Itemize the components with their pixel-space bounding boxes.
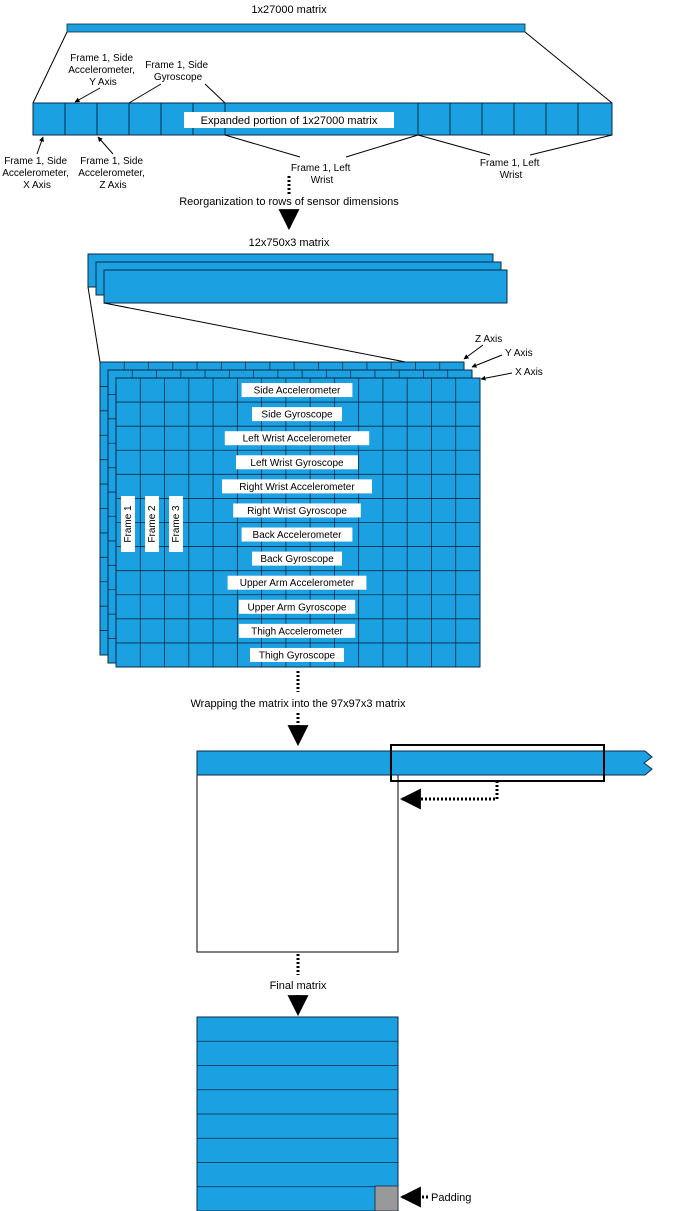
padding-label: Padding: [431, 1192, 471, 1204]
svg-text:Frame 2: Frame 2: [147, 505, 158, 543]
frame-label-3: Frame 3: [169, 496, 183, 552]
mid-matrix-title: 12x750x3 matrix: [249, 237, 330, 249]
sensor-label-box: [250, 647, 344, 662]
callout-left-wrist-1: Frame 1, Left Wrist: [291, 163, 353, 186]
sensor-label: Back Accelerometer: [253, 530, 343, 541]
step1-label: Reorganization to rows of sensor dimensi…: [179, 196, 399, 208]
step3-label: Final matrix: [270, 980, 327, 992]
sensor-label: Right Wrist Gyroscope: [247, 506, 347, 517]
svg-text:Frame 1: Frame 1: [123, 505, 134, 543]
sensor-label-box: [238, 599, 356, 614]
sensor-label: Left Wrist Gyroscope: [250, 458, 344, 469]
callout-bracket-left-wrist-2-right: [529, 134, 613, 156]
axis-arrow-z: [463, 344, 484, 360]
callout-bracket-side-gyro-right: [204, 83, 226, 104]
axis-label-x: X Axis: [515, 367, 543, 378]
sensor-label: Back Gyroscope: [260, 554, 334, 565]
frame-label-2: Frame 2: [145, 496, 159, 552]
wrap-return-arrow: [399, 781, 499, 810]
sensor-label-box: [222, 479, 372, 494]
callout-bracket-left-wrist-1-right: [345, 134, 419, 158]
axis-arrow-y: [471, 354, 503, 368]
padding-cell: [374, 1185, 399, 1211]
expanded-matrix: Expanded portion of 1x27000 matrix: [32, 102, 613, 136]
mid-zoom-line-left: [87, 286, 101, 363]
expanded-cell-dividers: [64, 103, 579, 135]
wrapping-matrix: [196, 744, 653, 953]
sensor-label-box: [241, 527, 353, 542]
callout-left-wrist-2: Frame 1, Left Wrist: [480, 158, 542, 181]
sensor-label-box: [252, 407, 342, 422]
sensor-label: Upper Arm Gyroscope: [248, 602, 347, 613]
sensor-label-box: [241, 383, 353, 398]
callout-side-acc-y: Frame 1, Side Accelerometer, Y Axis: [68, 53, 137, 88]
sensor-label: Right Wrist Accelerometer: [239, 482, 355, 493]
callout-side-acc-z: Frame 1, Side Accelerometer, Z Axis: [78, 156, 147, 191]
zoom-line-left: [32, 31, 68, 104]
step2-label: Wrapping the matrix into the 97x97x3 mat…: [190, 698, 406, 710]
expanded-label-box: [184, 112, 394, 128]
callout-arrow-side-acc-z: [97, 136, 114, 155]
sensor-label-box: [224, 431, 370, 446]
sensor-label: Side Gyroscope: [261, 410, 333, 421]
axis-label-z: Z Axis: [475, 334, 502, 345]
frame-label-1: Frame 1: [121, 496, 135, 552]
zoom-line-right: [524, 31, 613, 104]
axis-label-y: Y Axis: [505, 348, 533, 359]
callout-bracket-left-wrist-1-left: [224, 134, 301, 158]
sensor-label: Thigh Accelerometer: [251, 626, 343, 637]
callout-side-acc-x: Frame 1, Side Accelerometer, X Axis: [2, 156, 71, 191]
sensor-label-box: [233, 503, 361, 518]
callout-bracket-side-gyro-left: [128, 83, 162, 104]
callout-arrow-side-acc-x: [36, 136, 44, 155]
top-matrix-title: 1x27000 matrix: [251, 4, 327, 16]
wrap-strip: [196, 750, 653, 776]
mid-stacked-bars: [87, 253, 508, 304]
svg-text:Frame 3: Frame 3: [171, 505, 182, 543]
final-matrix: [196, 1016, 399, 1211]
sensor-label-box: [252, 551, 342, 566]
sensor-label-box: [238, 623, 356, 638]
expanded-label: Expanded portion of 1x27000 matrix: [201, 115, 378, 127]
sensor-label: Upper Arm Accelerometer: [240, 578, 355, 589]
sensor-label: Thigh Gyroscope: [259, 650, 336, 661]
callout-bracket-left-wrist-2-left: [417, 134, 491, 156]
sensor-label: Side Accelerometer: [254, 386, 341, 397]
axis-arrow-x: [480, 372, 513, 381]
sensor-label-box: [236, 455, 358, 470]
callout-arrow-side-acc-y: [74, 87, 101, 103]
sensor-label: Left Wrist Accelerometer: [243, 434, 352, 445]
callout-side-gyro: Frame 1, Side Gyroscope: [145, 60, 211, 83]
sensor-label-box: [227, 575, 367, 590]
top-matrix-bar: [66, 23, 526, 33]
